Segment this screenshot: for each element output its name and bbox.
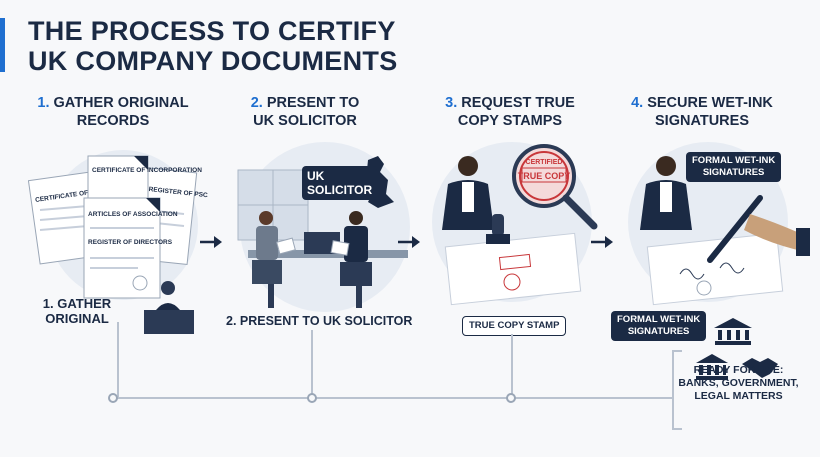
step-4-line-2: SIGNATURES — [655, 113, 749, 129]
government-building-icon — [696, 354, 728, 380]
step-2-caption: 2. PRESENT TO UK SOLICITOR — [226, 314, 413, 328]
handshake-icon — [742, 358, 778, 378]
stamp-main-text: TRUE COPY — [518, 171, 571, 181]
page-title: THE PROCESS TO CERTIFY UK COMPANY DOCUME… — [28, 16, 398, 76]
solicitor-figure — [330, 211, 372, 286]
ready-for-use-text: READY FOR USE: BANKS, GOVERNMENT, LEGAL … — [676, 364, 801, 403]
wet-ink-top-line-1: FORMAL WET-INK — [692, 155, 776, 166]
timeline-connector-3 — [511, 334, 513, 398]
timeline-node-3 — [506, 393, 516, 403]
step-4-heading: 4. SECURE WET-INK SIGNATURES — [612, 94, 792, 130]
cert-incorporation-b-text: CERTIFICATE OF INCORPORATION — [92, 167, 202, 174]
timeline — [113, 397, 673, 399]
step-3-line-1: REQUEST TRUE — [461, 95, 575, 111]
timeline-node-1 — [108, 393, 118, 403]
step-4-number: 4. — [631, 95, 644, 111]
register-directors-text: REGISTER OF DIRECTORS — [88, 239, 173, 246]
step-1-caption-line-2: ORIGINAL — [45, 311, 109, 326]
arrow-right-icon — [398, 236, 420, 248]
step-3-number: 3. — [445, 95, 458, 111]
uk-badge-line-1: UK — [307, 169, 325, 183]
step-4-illustration — [640, 156, 810, 306]
timeline-node-2 — [307, 393, 317, 403]
stamp-top-text: CERTIFIED — [526, 159, 563, 166]
step-1-line-1: GATHER ORIGINAL — [53, 95, 189, 111]
step-1-line-2: RECORDS — [76, 113, 150, 129]
ready-bracket — [672, 350, 682, 430]
wet-ink-top-line-2: SIGNATURES — [702, 167, 765, 178]
step-1-number: 1. — [37, 95, 50, 111]
client-figure — [252, 211, 296, 284]
step-1-caption: 1. GATHER ORIGINAL — [42, 296, 112, 326]
step-1-illustration: CERTIFICATE OF INCORPORATION REGISTER OF… — [28, 155, 208, 334]
arrow-right-icon — [591, 236, 613, 248]
document-articles-directors: ARTICLES OF ASSOCIATION REGISTER OF DIRE… — [83, 197, 178, 299]
clerk-at-desk — [144, 281, 194, 334]
wet-ink-bottom-line-2: SIGNATURES — [627, 326, 690, 337]
uk-badge-line-2: SOLICITOR — [307, 183, 373, 197]
pen-icon — [707, 195, 810, 263]
step-1-heading: 1. GATHER ORIGINAL RECORDS — [28, 94, 198, 130]
signer-figure — [640, 156, 692, 230]
wet-ink-bottom-line-1: FORMAL WET-INK — [617, 314, 701, 325]
official-figure — [442, 156, 494, 230]
step-2-line-2: UK SOLICITOR — [253, 113, 357, 129]
ready-line-3: LEGAL MATTERS — [694, 390, 783, 402]
arrow-right-icon — [200, 236, 222, 248]
step-4-line-1: SECURE WET-INK — [647, 95, 773, 111]
ready-line-1: READY FOR USE: — [693, 364, 784, 376]
stamp-handle — [486, 214, 510, 244]
timeline-connector-2 — [311, 330, 313, 398]
step-3-line-2: COPY STAMPS — [457, 113, 563, 129]
title-accent-bar — [0, 18, 5, 72]
step-2-line-1: PRESENT TO — [266, 95, 360, 111]
title-line-2: UK COMPANY DOCUMENTS — [28, 46, 398, 76]
wet-ink-label-bottom: FORMAL WET-INK SIGNATURES — [611, 311, 707, 341]
uk-solicitor-badge: UK SOLICITOR — [302, 166, 378, 200]
magnifier-icon: CERTIFIED TRUE COPY — [512, 144, 598, 230]
ready-line-2: BANKS, GOVERNMENT, — [678, 377, 799, 389]
step-2-number: 2. — [250, 95, 263, 111]
wet-ink-label-top: FORMAL WET-INK SIGNATURES — [686, 152, 782, 182]
timeline-connector-1 — [117, 322, 119, 398]
articles-text: ARTICLES OF ASSOCIATION — [88, 211, 178, 218]
step-1-caption-line-1: 1. GATHER — [42, 296, 112, 311]
bank-icon — [714, 318, 752, 345]
true-copy-stamp-label: TRUE COPY STAMP — [462, 316, 567, 336]
step-2-heading: 2. PRESENT TO UK SOLICITOR — [225, 94, 385, 130]
step-3-illustration: CERTIFIED TRUE COPY — [442, 144, 598, 306]
step-3-heading: 3. REQUEST TRUE COPY STAMPS — [420, 94, 600, 130]
title-line-1: THE PROCESS TO CERTIFY — [28, 16, 396, 46]
